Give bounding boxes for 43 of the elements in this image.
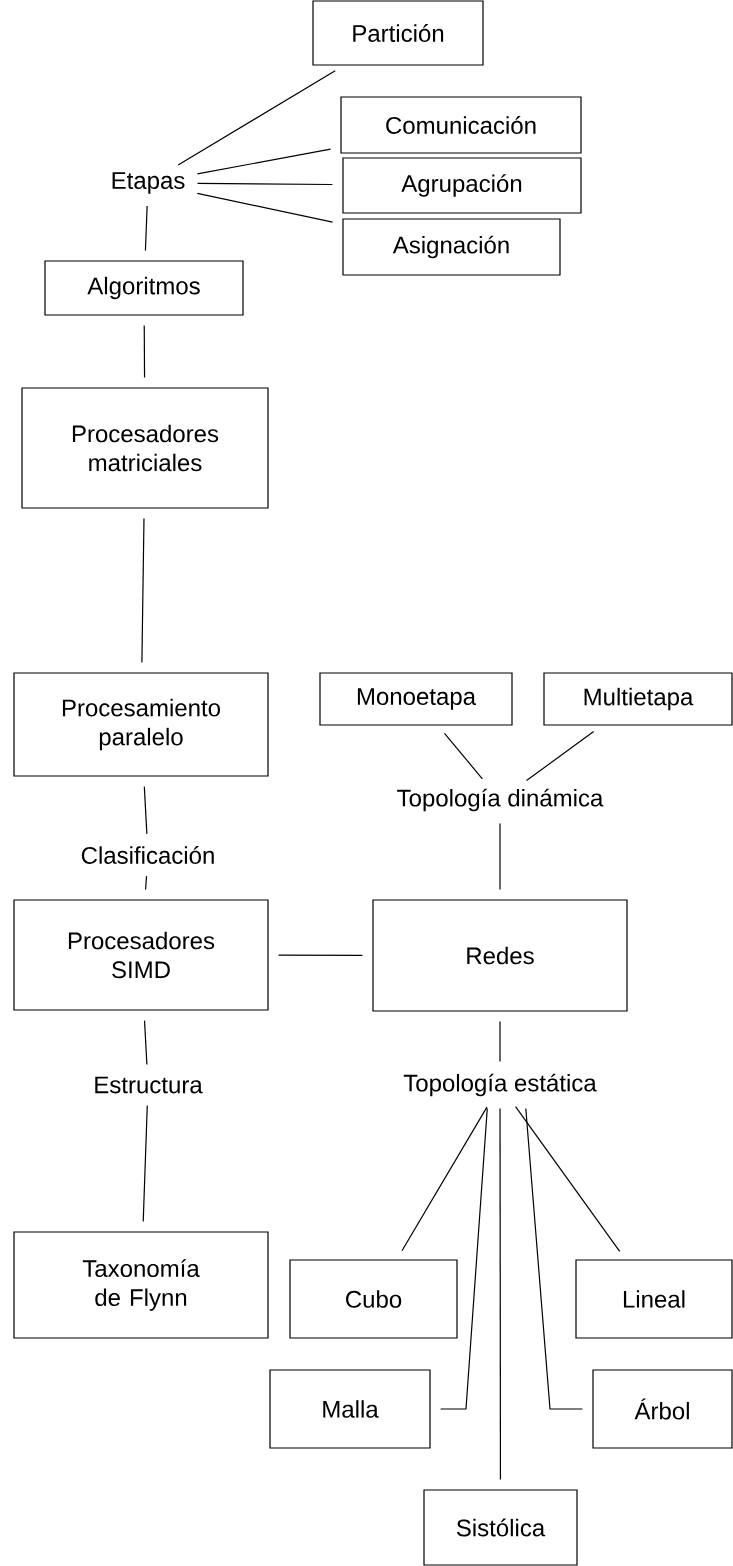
connector-line — [514, 1106, 621, 1252]
connector-line — [499, 1107, 502, 1480]
process-box: Procesamiento paralelo — [13, 672, 269, 777]
process-box: Procesadores matriciales — [21, 387, 269, 509]
process-box: Árbol — [592, 1369, 733, 1449]
process-box: Malla — [269, 1369, 431, 1449]
process-box: Algoritmos — [44, 260, 244, 316]
connector-line — [143, 325, 146, 378]
connector-line — [141, 518, 145, 663]
process-box: Sistólica — [423, 1489, 578, 1566]
process-box: Comunicación — [340, 96, 582, 154]
process-box: Monoetapa — [319, 672, 513, 726]
text-label: Topología estática — [403, 1073, 597, 1097]
connector-line — [443, 732, 483, 780]
process-box: Cubo — [289, 1259, 458, 1339]
connector-line — [196, 182, 333, 186]
text-label: Estructura — [95, 1076, 203, 1094]
process-box: Redes — [372, 899, 628, 1012]
connector-line — [143, 786, 148, 835]
text-label: Topología dinámica — [397, 788, 604, 812]
process-box: Lineal — [575, 1259, 733, 1339]
process-box: Taxonomía de Flynn — [13, 1231, 269, 1339]
process-box: Partición — [312, 0, 484, 66]
process-box: Procesadores SIMD — [13, 899, 269, 1011]
connector-line — [145, 875, 148, 891]
connector-line — [525, 730, 595, 782]
process-box: Multietapa — [543, 672, 733, 726]
connector-line — [499, 822, 501, 890]
connector-line — [525, 1107, 583, 1410]
process-box: Asignación — [342, 218, 561, 276]
connector-line — [499, 1021, 501, 1063]
connector-line — [196, 192, 334, 223]
connector-line — [177, 70, 336, 166]
connector-line — [142, 1105, 148, 1222]
connector-line — [440, 1107, 488, 1410]
text-label: Etapas — [112, 172, 185, 194]
connector-line — [196, 148, 332, 175]
process-box: Agrupación — [342, 157, 582, 214]
connector-line — [401, 1106, 488, 1252]
connector-line — [278, 954, 363, 956]
connector-line — [143, 1020, 148, 1066]
connector-line — [144, 205, 148, 251]
text-label: Clasificación — [81, 846, 214, 864]
